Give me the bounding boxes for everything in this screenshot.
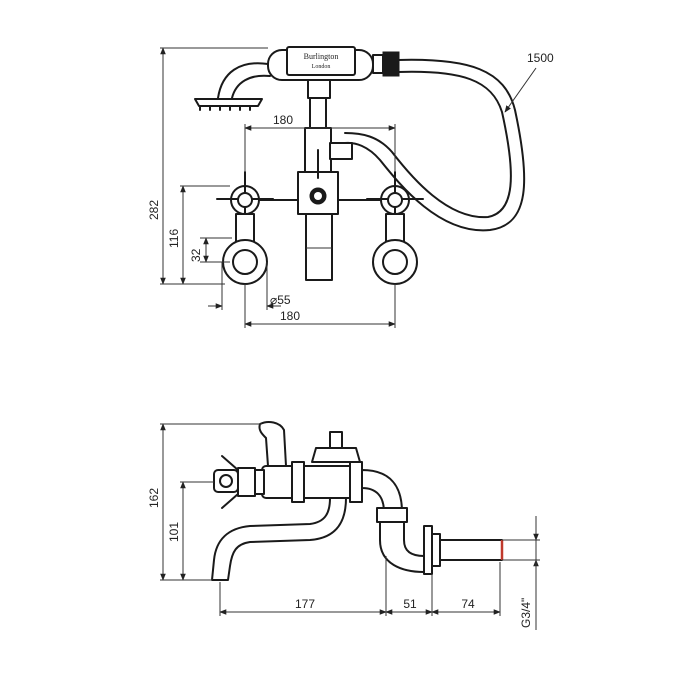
front-view: Burlington London [147, 46, 554, 328]
handset: Burlington London [194, 46, 400, 129]
dim-handle-offset: 32 [189, 248, 203, 262]
brand-name: Burlington [304, 52, 339, 61]
dim-spout-projection: 177 [295, 597, 315, 611]
left-valve [216, 171, 299, 285]
side-valve-cap [311, 431, 361, 463]
dim-spout-height: 101 [167, 522, 181, 542]
right-valve [337, 171, 424, 285]
front-dimensions: 282 116 32 180 ⌀55 180 [147, 47, 554, 328]
dim-tail-length: 74 [461, 597, 475, 611]
dim-thread: G3/4" [519, 598, 533, 628]
dim-outlet-height: 116 [167, 229, 181, 248]
side-spout [211, 497, 347, 581]
side-supply-leg [376, 507, 504, 575]
side-view: 162 101 177 51 74 G3/4" [147, 421, 540, 630]
dim-centers-bottom: 180 [280, 309, 300, 323]
side-cross-handle [213, 455, 256, 509]
dim-overall-height: 282 [147, 200, 161, 220]
dim-centers-top: 180 [273, 113, 293, 127]
shower-hose [344, 58, 526, 232]
dim-hose-length: 1500 [527, 51, 554, 65]
dim-body-to-flange: 51 [403, 597, 417, 611]
dim-side-overall-height: 162 [147, 488, 161, 508]
dim-disc-diameter: ⌀55 [270, 293, 291, 307]
brand-location: London [312, 64, 331, 70]
side-body [254, 461, 403, 513]
mixer-body [297, 127, 353, 281]
side-dimensions: 162 101 177 51 74 G3/4" [147, 423, 540, 630]
